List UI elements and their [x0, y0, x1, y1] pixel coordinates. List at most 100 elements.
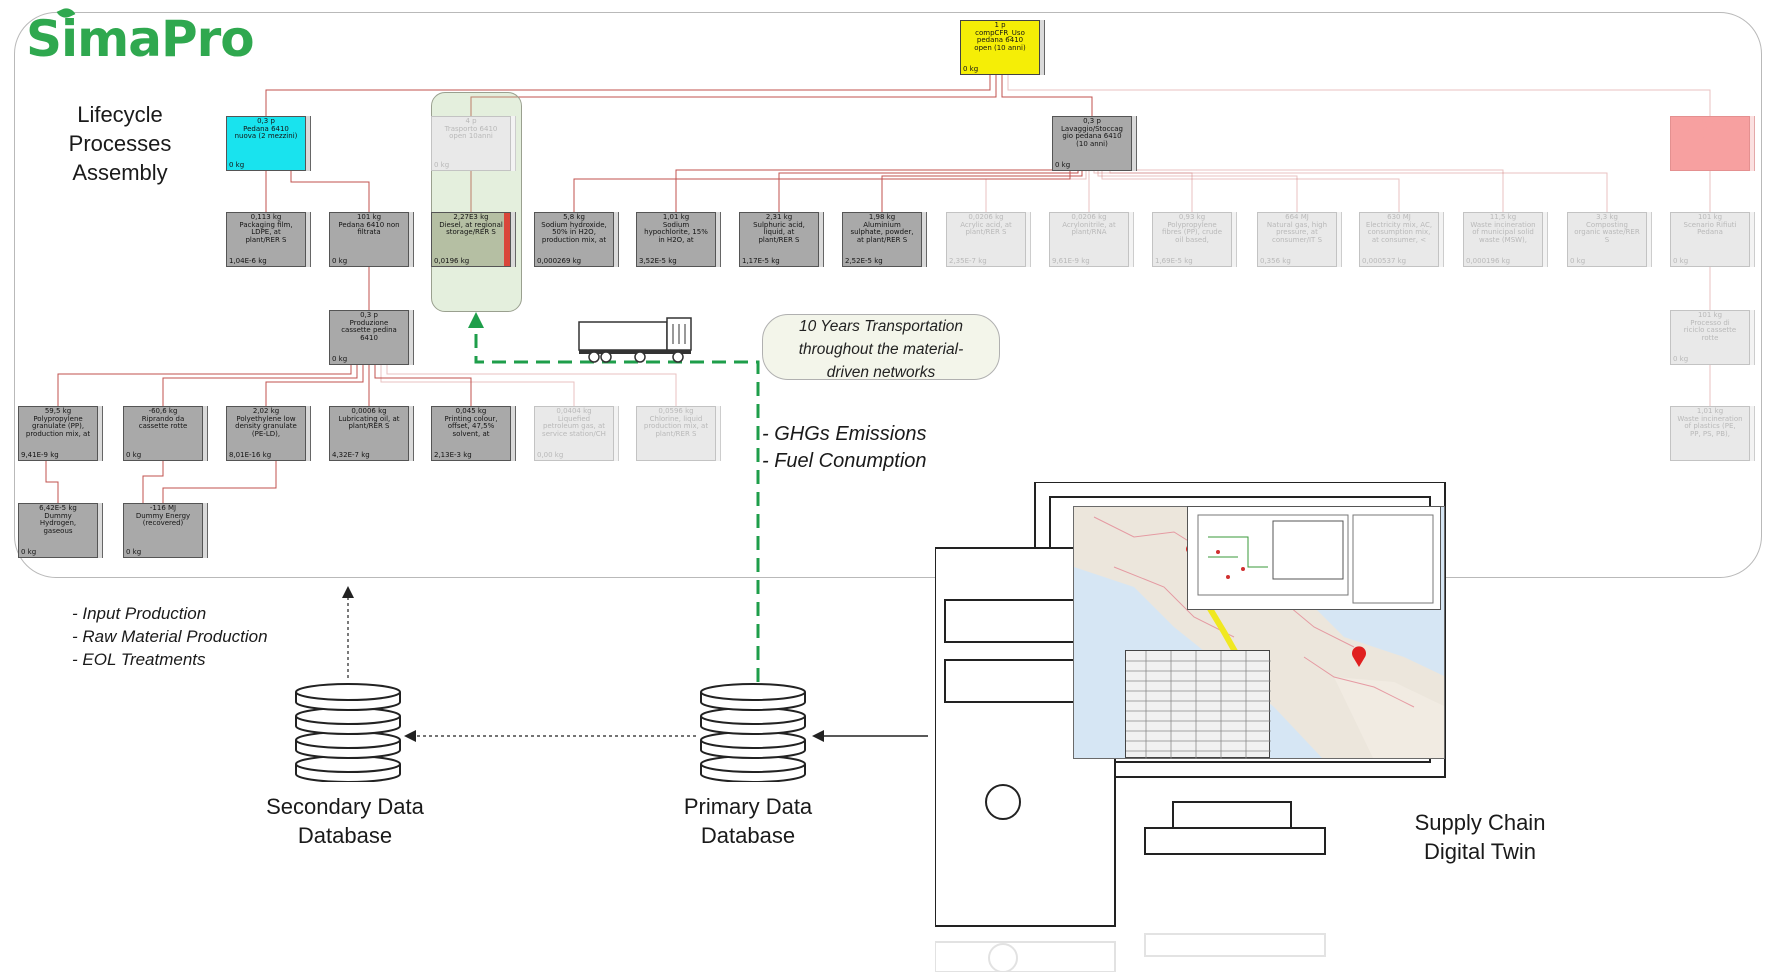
- process-box-level2-11[interactable]: 630 MJ Electricity mix, AC, consumption …: [1359, 212, 1439, 267]
- process-value: 2,52E-5 kg: [845, 257, 883, 265]
- note-input-production: - Input Production: [72, 604, 207, 623]
- process-box-level4-4[interactable]: 0,045 kg Printing colour, offset, 47,5% …: [431, 406, 511, 461]
- process-box-level4-7[interactable]: 1,01 kg Waste incineration of plastics (…: [1670, 406, 1750, 461]
- link: [985, 171, 1087, 212]
- process-title: 1,01 kg Sodium hypochlorite, 15% in H2O,…: [644, 213, 708, 244]
- process-box-level4-3[interactable]: 0,0006 kg Lubricating oil, at plant/RER …: [329, 406, 409, 461]
- route-inset-panel: [1187, 506, 1441, 610]
- transport-bubble: 10 Years Transportation throughout the m…: [762, 314, 1000, 381]
- process-box-level2-0[interactable]: 0,113 kg Packaging film, LDPE, at plant/…: [226, 212, 306, 267]
- link: [162, 461, 277, 503]
- digital-twin-label: Supply Chain Digital Twin: [1414, 810, 1546, 864]
- link: [1097, 171, 1298, 212]
- process-box-level2-8[interactable]: 0,0206 kg Acrylonitrile, at plant/RNA 9,6…: [1049, 212, 1129, 267]
- note-fuel: - Fuel Conumption: [762, 450, 927, 472]
- process-title: 0,045 kg Printing colour, offset, 47,5% …: [444, 407, 498, 438]
- link: [374, 365, 472, 406]
- arrow-left-icon: [812, 730, 824, 742]
- process-box-level4-5[interactable]: 0,0404 kg Liquefied petroleum gas, at se…: [534, 406, 614, 461]
- process-value: 1,04E-6 kg: [229, 257, 267, 265]
- process-box-level2-2[interactable]: 2,27E3 kg Diesel, at regional storage/RE…: [431, 212, 511, 267]
- process-title: 0,0596 kg Chlorine, liquid production mi…: [643, 407, 709, 438]
- process-box-root-0[interactable]: 1 p compCFR_Uso pedana 6410 open (10 ann…: [960, 20, 1040, 75]
- link: [265, 365, 364, 406]
- process-value: 0 kg: [1673, 161, 1689, 169]
- process-box-level4-2[interactable]: 2,02 kg Polyethylene low density granula…: [226, 406, 306, 461]
- process-box-level3-1[interactable]: 101 kg Processo di riciclo cassette rott…: [1670, 310, 1750, 365]
- process-box-level2-3[interactable]: 5,8 kg Sodium hydroxide, 50% in H2O, pro…: [534, 212, 614, 267]
- process-title: 0,0206 kg Acrylonitrile, at plant/RNA: [1062, 213, 1116, 236]
- process-box-level2-12[interactable]: 11,5 kg Waste incineration of municipal …: [1463, 212, 1543, 267]
- process-title: 0,0206 kg Acrylic acid, at plant/RER S: [960, 213, 1012, 236]
- process-value: 2,13E-3 kg: [434, 451, 472, 459]
- process-title: 101 kg Scenario Rifiuti Pedana: [1683, 213, 1737, 236]
- process-title: 59,5 kg Polypropylene granulate (PP), pr…: [25, 407, 91, 438]
- secondary-database-icon: [295, 683, 401, 782]
- process-box-level4-0[interactable]: 59,5 kg Polypropylene granulate (PP), pr…: [18, 406, 98, 461]
- link: [1109, 171, 1608, 212]
- link: [1088, 169, 1091, 212]
- link: [881, 171, 1083, 212]
- process-box-level1-0[interactable]: 0,3 p Pedana 6410 nuova (2 mezzini) 0 kg: [226, 116, 306, 171]
- process-title: 0,0404 kg Liquefied petroleum gas, at se…: [542, 407, 606, 438]
- link-level1-root: [265, 75, 991, 116]
- process-value: 0 kg: [963, 65, 979, 73]
- process-title: 0,113 kg Packaging film, LDPE, at plant/…: [239, 213, 293, 244]
- section-label: Lifecycle Processes Assembly: [68, 102, 172, 185]
- process-box-level5-0[interactable]: 6,42E-5 kg Dummy Hydrogen, gaseous 0 kg: [18, 503, 98, 558]
- process-value: 0,000269 kg: [537, 257, 582, 265]
- process-title: 0,0006 kg Lubricating oil, at plant/RER …: [338, 407, 400, 430]
- process-value: 8,01E-16 kg: [229, 451, 272, 459]
- link: [386, 365, 677, 406]
- process-title: 3,3 kg Composting organic waste/RER S: [1574, 213, 1640, 244]
- process-title: 0,3 p Pedana 6410 nuova (2 mezzini): [234, 117, 298, 140]
- process-box-level2-5[interactable]: 2,31 kg Sulphuric acid, liquid, at plant…: [739, 212, 819, 267]
- process-box-level2-6[interactable]: 1,98 kg Aluminium sulphate, powder, at p…: [842, 212, 922, 267]
- process-title: -60,6 kg Riprando da cassette rotte: [138, 407, 188, 430]
- green-arrow-icon: [468, 312, 484, 328]
- process-title: 11,5 kg Waste incineration of municipal …: [1470, 213, 1536, 244]
- process-title: 2,02 kg Polyethylene low density granula…: [235, 407, 297, 438]
- secondary-notes: - Input Production - Raw Material Produc…: [72, 602, 268, 671]
- link: [142, 461, 164, 503]
- process-value: 0 kg: [1673, 355, 1689, 363]
- process-title: 2,31 kg Sulphuric acid, liquid, at plant…: [753, 213, 805, 244]
- process-title: 101 kg Processo di riciclo cassette rott…: [1683, 311, 1737, 342]
- link: [1093, 171, 1193, 212]
- process-value: 0 kg: [229, 161, 245, 169]
- process-value: 0 kg: [332, 257, 348, 265]
- arrow-up-icon: [342, 586, 354, 598]
- process-value: 0,000196 kg: [1466, 257, 1511, 265]
- process-box-level2-13[interactable]: 3,3 kg Composting organic waste/RER S 0 k…: [1567, 212, 1647, 267]
- process-value: 9,61E-9 kg: [1052, 257, 1090, 265]
- process-box-level2-10[interactable]: 664 MJ Natural gas, high pressure, at co…: [1257, 212, 1337, 267]
- process-box-level5-1[interactable]: -116 MJ Dummy Energy (recovered)0 kg: [123, 503, 203, 558]
- primary-database-icon: [700, 683, 806, 782]
- note-raw-material: - Raw Material Production: [72, 627, 268, 646]
- process-box-level1-2[interactable]: 0,3 p Lavaggio/Stoccag gio pedana 6410 (…: [1052, 116, 1132, 171]
- process-value: 9,41E-9 kg: [21, 451, 59, 459]
- process-title: 1,01 kg Waste incineration of plastics (…: [1677, 407, 1743, 438]
- process-box-level4-6[interactable]: 0,0596 kg Chlorine, liquid production mi…: [636, 406, 716, 461]
- process-box-level2-9[interactable]: 0,93 kg Polypropylene fibres (PP), crude…: [1152, 212, 1232, 267]
- link: [290, 171, 370, 212]
- process-value: 0 kg: [21, 548, 37, 556]
- link-level1-root: [1001, 75, 1093, 116]
- process-value: 0,356 kg: [1260, 257, 1291, 265]
- process-value: 0,000537 kg: [1362, 257, 1407, 265]
- process-title: 5,8 kg Sodium hydroxide, 50% in H2O, pro…: [541, 213, 607, 244]
- link: [380, 365, 575, 406]
- process-value: 3,52E-5 kg: [639, 257, 677, 265]
- link: [162, 365, 358, 406]
- process-box-level2-4[interactable]: 1,01 kg Sodium hypochlorite, 15% in H2O,…: [636, 212, 716, 267]
- process-value: 0 kg: [1570, 257, 1586, 265]
- process-value: 0,00 kg: [537, 451, 564, 459]
- process-title: 6,42E-5 kg Dummy Hydrogen, gaseous: [39, 504, 77, 535]
